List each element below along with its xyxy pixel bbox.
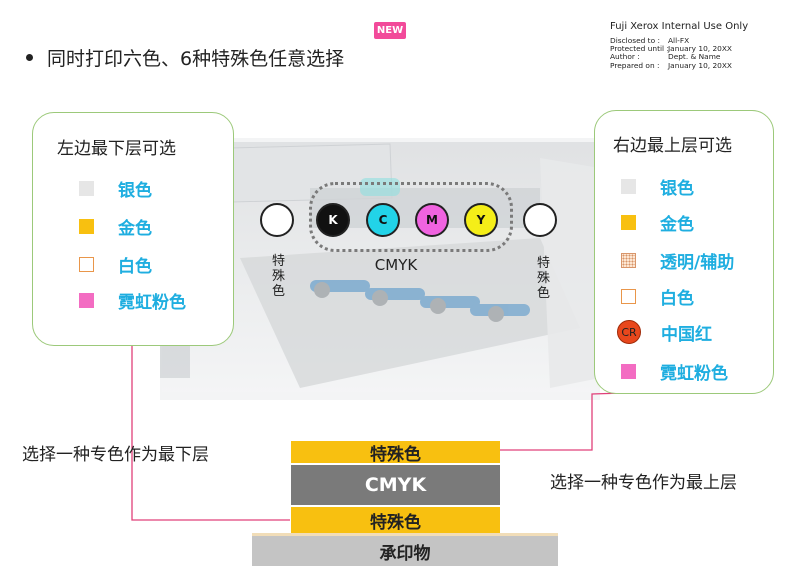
right-box-title: 右边最上层可选 bbox=[613, 136, 732, 156]
legend-item-neon-pink: 霓虹粉色 bbox=[79, 289, 186, 313]
bullet-headline: 同时打印六色、6种特殊色任意选择 bbox=[26, 44, 344, 71]
legend-item-silver: 银色 bbox=[621, 175, 694, 199]
bullet-text: 同时打印六色、6种特殊色任意选择 bbox=[47, 48, 345, 70]
ink-station-y: Y bbox=[464, 203, 498, 237]
neon-pink-swatch-icon bbox=[621, 363, 636, 379]
printer-illustration bbox=[160, 138, 600, 400]
legend-item-china-red: CR 中国红 bbox=[617, 320, 712, 345]
new-badge: NEW bbox=[374, 22, 406, 39]
gold-swatch-icon bbox=[79, 218, 94, 234]
layer-cmyk: CMYK bbox=[291, 465, 500, 505]
legend-item-neon-pink: 霓虹粉色 bbox=[621, 360, 728, 384]
top-layer-caption: 选择一种专色作为最上层 bbox=[550, 473, 737, 493]
legend-item-gold: 金色 bbox=[79, 215, 152, 239]
cmyk-group-outline bbox=[309, 182, 513, 252]
silver-swatch-icon bbox=[621, 178, 636, 194]
legend-item-silver: 银色 bbox=[79, 177, 152, 201]
legend-item-gold: 金色 bbox=[621, 211, 694, 235]
white-swatch-icon bbox=[79, 256, 94, 272]
meta-row: Author :Dept. & Name bbox=[610, 52, 721, 62]
meta-row: Disclosed to :All-FX bbox=[610, 36, 690, 45]
legend-item-clear: 透明/辅助 bbox=[621, 249, 734, 273]
bottom-layer-caption: 选择一种专色作为最下层 bbox=[22, 445, 209, 465]
cmyk-label: CMYK bbox=[374, 256, 418, 274]
ink-station-m: M bbox=[415, 203, 449, 237]
ink-station-k: K bbox=[316, 203, 350, 237]
ink-station-c: C bbox=[366, 203, 400, 237]
left-callout-box: 左边最下层可选 银色 金色 白色 霓虹粉色 bbox=[32, 112, 234, 346]
layer-bottom-special: 特殊色 bbox=[291, 507, 500, 533]
confidentiality-title: Fuji Xerox Internal Use Only bbox=[610, 21, 749, 32]
silver-swatch-icon bbox=[79, 180, 94, 196]
ink-station-special-left bbox=[260, 203, 294, 237]
layer-substrate: 承印物 bbox=[252, 536, 558, 566]
layer-top-special: 特殊色 bbox=[291, 441, 500, 465]
special-color-label-left: 特殊色 bbox=[272, 254, 286, 299]
substrate-edge bbox=[252, 533, 558, 536]
legend-item-white: 白色 bbox=[621, 285, 694, 309]
white-swatch-icon bbox=[621, 288, 636, 304]
legend-item-white: 白色 bbox=[79, 253, 152, 277]
document-meta-table: Disclosed to :All-FX Protected until :Ja… bbox=[610, 36, 733, 70]
gold-swatch-icon bbox=[621, 214, 636, 230]
clear-swatch-icon bbox=[621, 252, 636, 268]
bullet-dot-icon bbox=[26, 54, 33, 61]
neon-pink-swatch-icon bbox=[79, 292, 94, 308]
china-red-badge-icon: CR bbox=[617, 320, 641, 344]
right-callout-box: 右边最上层可选 银色 金色 透明/辅助 白色 CR 中国红 霓虹粉色 bbox=[594, 110, 774, 394]
ink-station-special-right bbox=[523, 203, 557, 237]
left-box-title: 左边最下层可选 bbox=[57, 139, 176, 159]
meta-row: Prepared on :January 10, 20XX bbox=[610, 60, 733, 70]
meta-row: Protected until :January 10, 20XX bbox=[610, 44, 733, 54]
special-color-label-right: 特殊色 bbox=[537, 256, 551, 301]
